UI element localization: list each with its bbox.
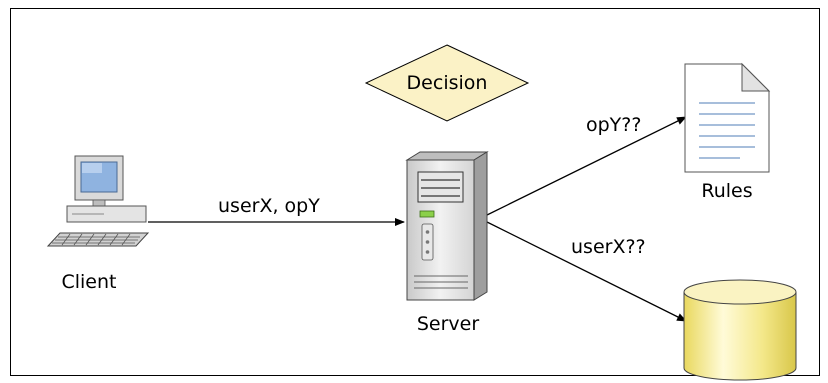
edge-label-server-to-rules: opY??: [586, 114, 641, 136]
edges: userX, opY opY?? userX??: [148, 114, 687, 322]
edge-server-to-rules: [486, 116, 687, 216]
client-node: Client: [46, 155, 150, 293]
rules-label: Rules: [701, 180, 752, 202]
database-cylinder-icon: [683, 279, 797, 381]
rules-node: Rules: [684, 62, 771, 202]
server-node: Server: [405, 151, 489, 335]
decision-node: Decision: [364, 44, 530, 122]
server-label: Server: [417, 313, 479, 335]
edge-label-server-to-database: userX??: [571, 236, 646, 258]
edge-server-to-database: [486, 221, 687, 322]
database-node: [683, 279, 797, 381]
server-tower-icon: [405, 151, 489, 301]
edge-label-client-to-server: userX, opY: [218, 195, 320, 217]
decision-diamond-shape: [364, 44, 530, 122]
decision-label: Decision: [407, 72, 488, 94]
client-label: Client: [61, 271, 116, 293]
document-icon: [684, 62, 771, 173]
desktop-computer-icon: [46, 155, 150, 247]
